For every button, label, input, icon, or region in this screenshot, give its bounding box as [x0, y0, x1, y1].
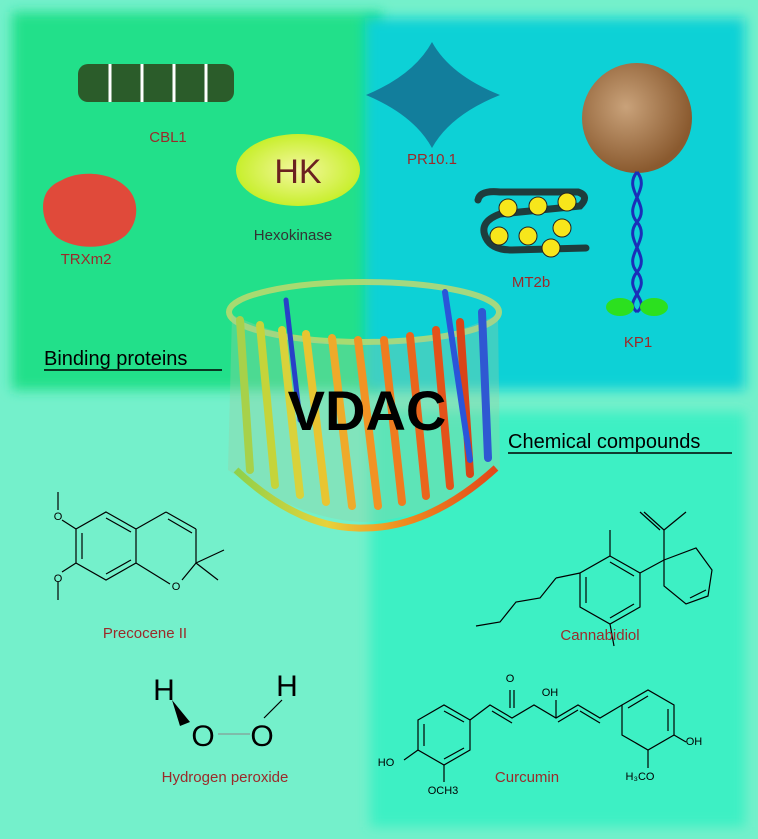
precocene-oxygen-ring: O — [172, 581, 181, 593]
precocene-oxygen-bottom: O — [54, 573, 63, 585]
curcumin-ketone-o: O — [506, 673, 515, 685]
curcumin-oh-right: OH — [686, 736, 703, 748]
h2o2-oxygen-right: O — [250, 720, 273, 753]
curcumin-structure — [403, 689, 687, 782]
vdac-barrel — [226, 279, 502, 532]
curcumin-h3co: H₃CO — [626, 771, 655, 783]
mt2b-shape — [474, 188, 590, 258]
trxm2-label: TRXm2 — [61, 251, 112, 268]
hydrogen-peroxide-structure — [172, 699, 283, 735]
hexokinase-shape — [236, 134, 360, 206]
chemical-compounds-heading: Chemical compounds — [508, 431, 700, 453]
hydrogen-peroxide-label: Hydrogen peroxide — [162, 769, 289, 786]
vdac-title: VDAC — [288, 379, 447, 442]
kp1-shape — [582, 63, 692, 316]
curcumin-och3: OCH3 — [428, 785, 459, 797]
h2o2-hydrogen-left: H — [153, 674, 175, 707]
cbl1-label: CBL1 — [149, 129, 187, 146]
pr101-label: PR10.1 — [407, 151, 457, 168]
precocene-label: Precocene II — [103, 625, 187, 642]
precocene-oxygen-top: O — [54, 511, 63, 523]
hk-symbol: HK — [274, 153, 322, 191]
h2o2-hydrogen-right: H — [276, 670, 298, 703]
trxm2-shape — [43, 173, 137, 247]
cannabidiol-label: Cannabidiol — [560, 627, 639, 644]
cannabidiol-structure — [475, 511, 713, 647]
h2o2-oxygen-left: O — [191, 720, 214, 753]
kp1-label: KP1 — [624, 334, 652, 351]
cbl1-shape — [78, 64, 234, 102]
precocene-structure — [57, 492, 225, 600]
curcumin-enol-oh: OH — [542, 687, 559, 699]
hexokinase-label: Hexokinase — [254, 227, 332, 244]
mt2b-label: MT2b — [512, 274, 550, 291]
pr101-shape — [366, 42, 500, 148]
curcumin-ho-left: HO — [378, 757, 395, 769]
curcumin-label: Curcumin — [495, 769, 559, 786]
binding-proteins-heading: Binding proteins — [44, 348, 187, 370]
